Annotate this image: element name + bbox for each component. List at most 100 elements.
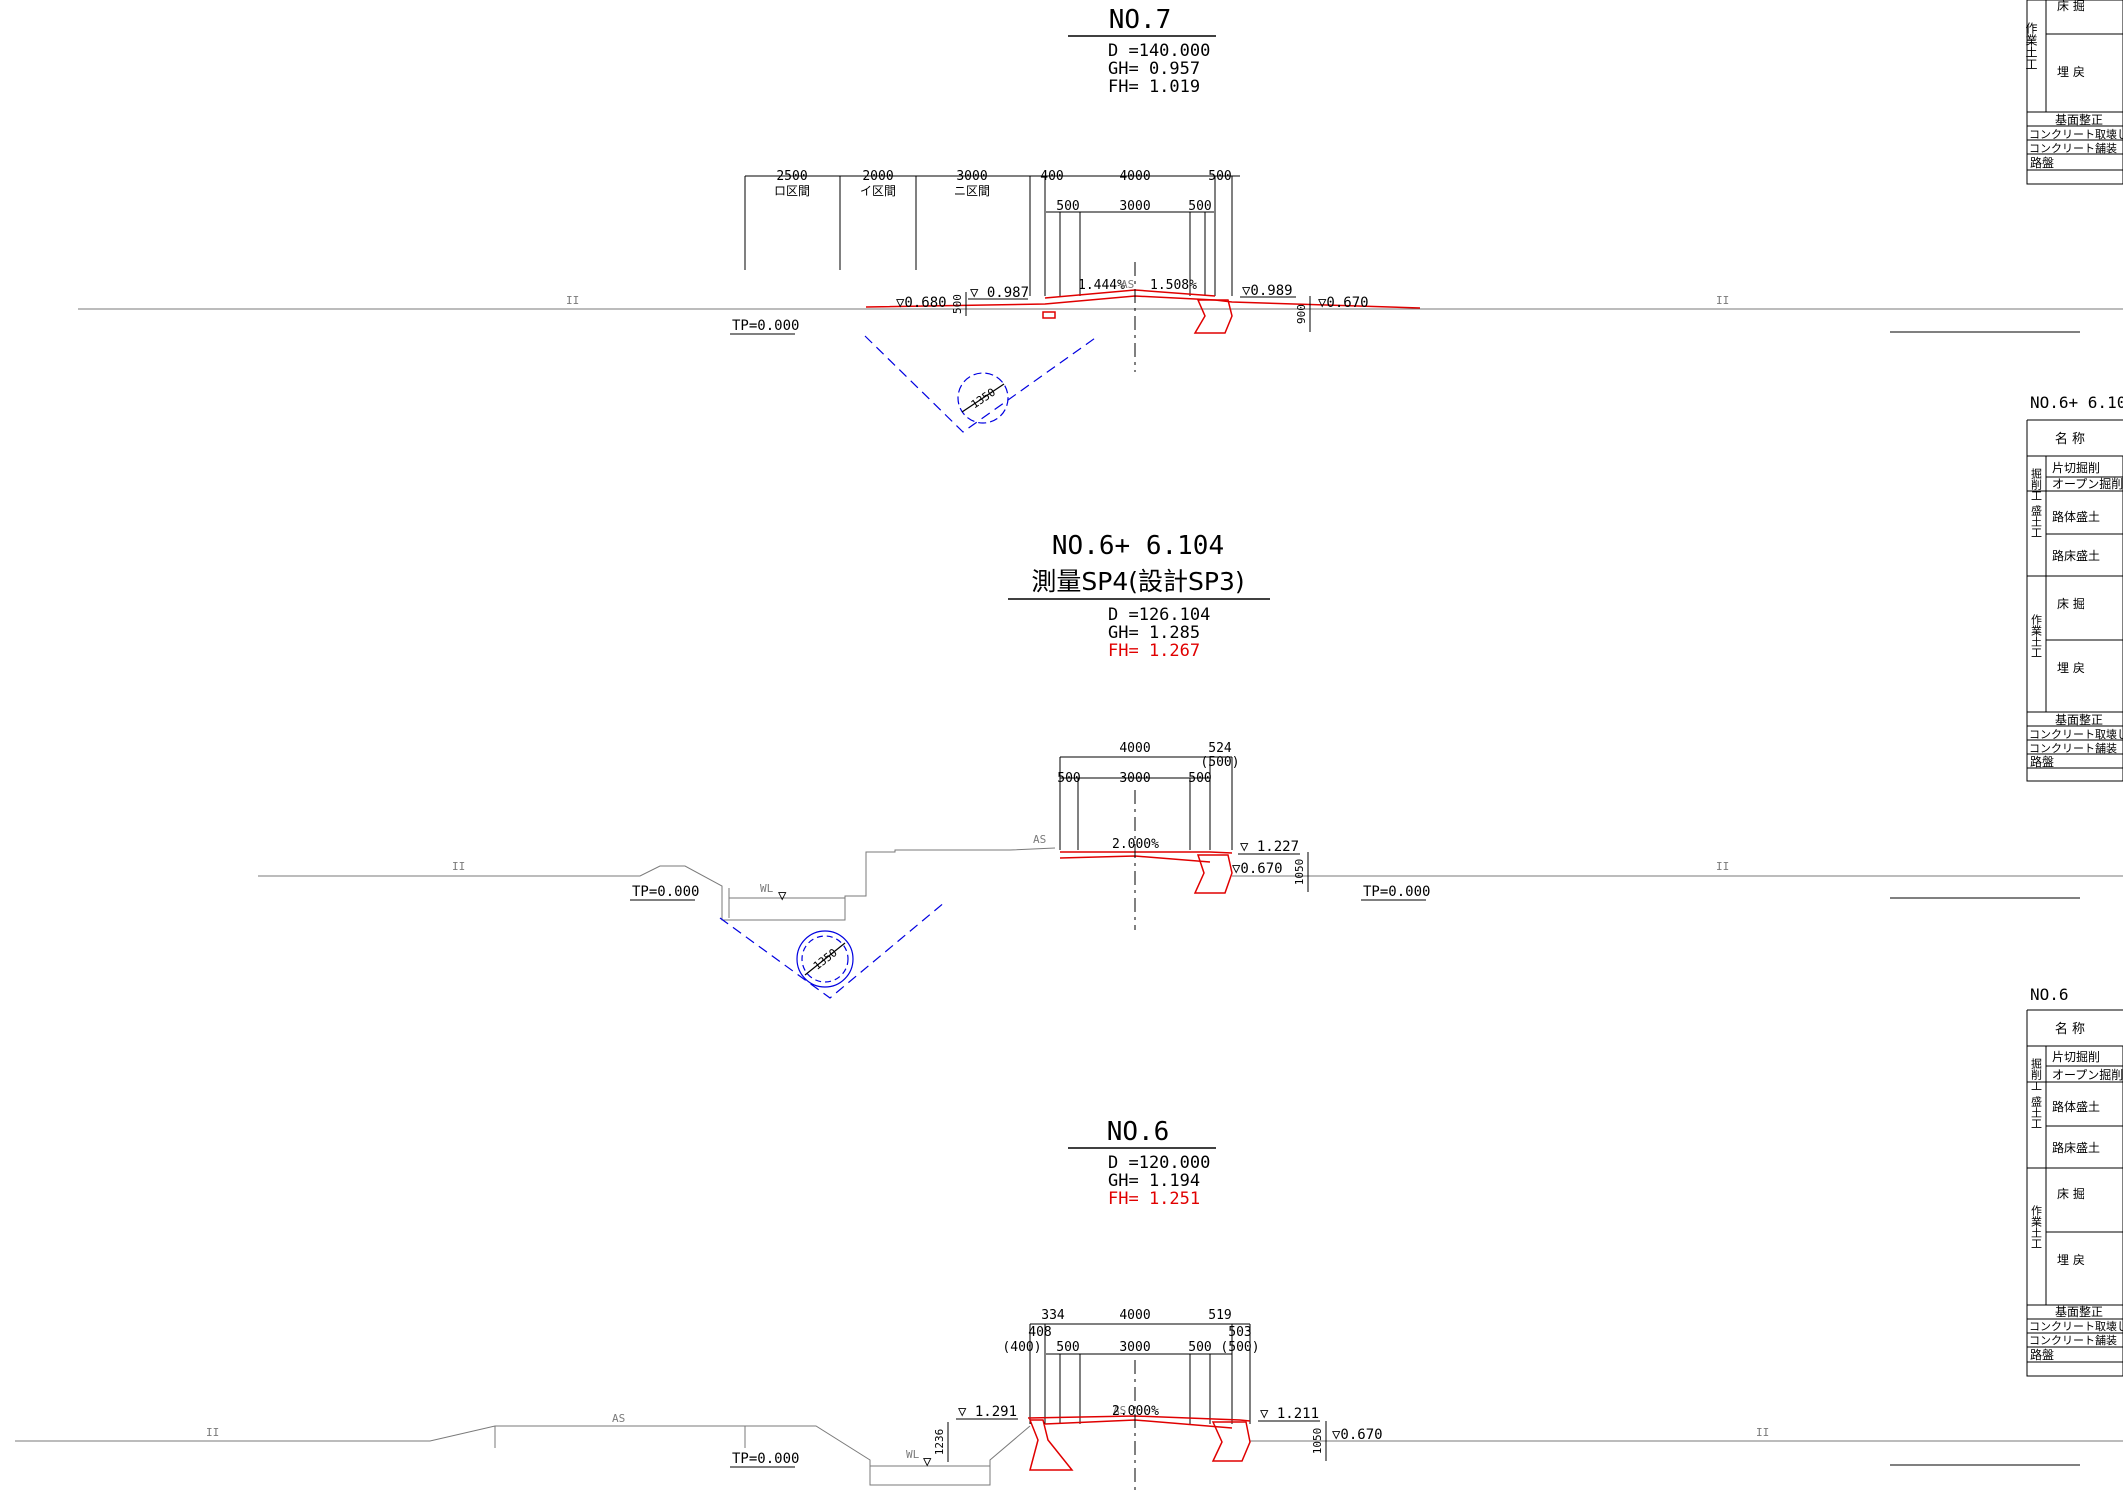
vdim-label: 1050	[1293, 859, 1306, 886]
dim-label: 500	[1188, 199, 1211, 214]
dim-label: 500	[1188, 771, 1211, 786]
station-distance: D =126.104	[1108, 605, 1210, 625]
ground-mark: II	[206, 1426, 219, 1439]
table-group-label: 盛土工	[2030, 1095, 2043, 1129]
table-footer-label: コンクリート舗装	[2029, 1333, 2117, 1347]
section-title: NO.7	[1109, 5, 1172, 35]
slope-label: 2.000%	[1112, 1404, 1159, 1419]
table-header: 名 称	[2055, 1021, 2085, 1037]
level-mark: ▽0.670	[1232, 861, 1283, 877]
dim-label: (400)	[1002, 1340, 1041, 1355]
table-footer-label: コンクリート取壊し	[2029, 1320, 2123, 1333]
as-label: AS	[1121, 278, 1134, 291]
table-row-label: 路体盛土	[2052, 1099, 2100, 1114]
existing-ground	[15, 1425, 2123, 1486]
top-dimensions	[744, 175, 1240, 296]
table-footer-label: 基面整正	[2055, 1304, 2103, 1319]
table-footer-label: コンクリート取壊し	[2029, 128, 2123, 141]
section-no6: NO.6 D =120.000 GH= 1.194 FH= 1.251 334 …	[15, 1117, 2123, 1494]
table-title: NO.6	[2030, 985, 2069, 1004]
table-group-label: 掘削工	[2030, 467, 2043, 501]
ground-height: GH= 0.957	[1108, 59, 1200, 79]
table-title: NO.6+ 6.10	[2030, 393, 2123, 412]
finish-height: FH= 1.267	[1108, 641, 1200, 661]
dim-label: 4000	[1119, 1308, 1150, 1323]
dim-label: 3000	[1119, 1340, 1150, 1355]
table-footer-label: コンクリート舗装	[2029, 141, 2117, 155]
tp-label: TP=0.000	[632, 884, 699, 900]
level-mark: ▽0.680	[896, 295, 947, 311]
dim-label: 524	[1208, 741, 1232, 756]
finish-height: FH= 1.251	[1108, 1189, 1200, 1209]
level-mark: ▽0.670	[1332, 1427, 1383, 1443]
ground-mark: II	[1716, 860, 1729, 873]
dim-label: 408	[1028, 1325, 1051, 1340]
dim-label: 4000	[1119, 169, 1150, 184]
tp-label: TP=0.000	[1363, 884, 1430, 900]
tp-label: TP=0.000	[732, 318, 799, 334]
quantity-table-2	[2026, 419, 2123, 782]
vdim-label: 1236	[933, 1429, 946, 1456]
dim-label: 500	[1056, 199, 1079, 214]
ground-mark: II	[452, 860, 465, 873]
dim-label: (500)	[1220, 1340, 1259, 1355]
tp-label: TP=0.000	[732, 1451, 799, 1467]
wl-symbol: ▽	[778, 888, 787, 904]
table-row-label: 片切掘削	[2052, 1049, 2100, 1064]
table-row-label: 路体盛土	[2052, 509, 2100, 524]
section-title: NO.6+ 6.104	[1052, 531, 1224, 561]
dim-label: 500	[1208, 169, 1231, 184]
table-row-label: 埋 戻	[2057, 65, 2085, 79]
level-mark: ▽ 1.291	[958, 1404, 1017, 1420]
existing-ground	[258, 847, 2123, 921]
table-row-label: オープン掘削	[2052, 1067, 2123, 1082]
table-group-label: 掘削工	[2030, 1057, 2043, 1091]
table-footer-label: 基面整正	[2055, 112, 2103, 127]
zone-label: イ区間	[860, 184, 896, 198]
top-dimensions	[1029, 1323, 1251, 1424]
dim-label: 2500	[776, 169, 807, 184]
dim-label: 4000	[1119, 741, 1150, 756]
design-profile	[1059, 851, 1233, 894]
dim-label: 503	[1228, 1325, 1251, 1340]
dim-label: (500)	[1200, 755, 1239, 770]
station-distance: D =140.000	[1108, 41, 1210, 61]
table-group-label: 作業土工	[2024, 22, 2038, 70]
table-footer-label: コンクリート舗装	[2029, 741, 2117, 755]
section-no6-plus: NO.6+ 6.104 測量SP4(設計SP3) D =126.104 GH= …	[258, 531, 2123, 999]
table-row-label: 路床盛土	[2052, 548, 2100, 563]
ground-mark: II	[566, 294, 579, 307]
pipe-symbol	[719, 901, 946, 999]
table-row-label: 路床盛土	[2052, 1140, 2100, 1155]
table-header: 名 称	[2055, 431, 2085, 447]
dim-label: 334	[1041, 1308, 1065, 1323]
level-mark: ▽0.989	[1242, 283, 1293, 299]
table-footer-label: コンクリート取壊し	[2029, 728, 2123, 741]
level-mark: ▽ 1.211	[1260, 1406, 1319, 1422]
table-row-label: オープン掘削	[2052, 476, 2123, 491]
as-label: AS	[612, 1412, 625, 1425]
as-label: AS	[1033, 833, 1046, 846]
table-row-label: 床 掘	[2057, 596, 2085, 611]
table-row-label: 床 掘	[2057, 0, 2085, 13]
ground-height: GH= 1.285	[1108, 623, 1200, 643]
pipe-diameter: 1350	[969, 386, 998, 412]
dim-label: 500	[1056, 1340, 1079, 1355]
table-row-label: 片切掘削	[2052, 460, 2100, 475]
table-row-label: 埋 戻	[2057, 1253, 2085, 1267]
table-group-label: 作業土工	[2030, 1205, 2043, 1249]
vdim-label: 500	[951, 294, 964, 314]
level-mark: ▽0.670	[1318, 295, 1369, 311]
dim-label: 2000	[862, 169, 893, 184]
zone-label: ロ区間	[774, 184, 810, 198]
slope-label: 1.444%	[1078, 278, 1125, 293]
dim-label: 3000	[956, 169, 987, 184]
dim-label: 500	[1188, 1340, 1211, 1355]
quantity-table-1	[2026, 0, 2123, 185]
table-group-label: 作業土工	[2030, 614, 2043, 658]
level-mark: ▽ 0.987	[970, 285, 1029, 301]
wl-label: WL	[906, 1448, 920, 1461]
table-footer-label: 路盤	[2030, 754, 2054, 769]
